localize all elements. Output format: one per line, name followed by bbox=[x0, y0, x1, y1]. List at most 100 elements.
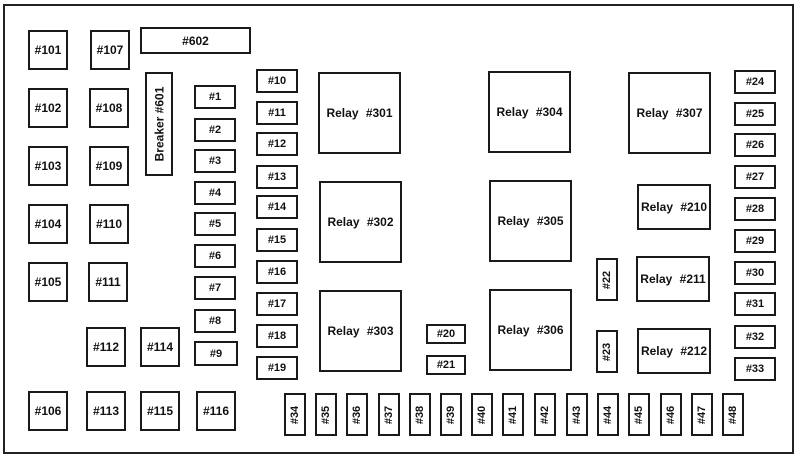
fuse-label: #35 bbox=[320, 405, 333, 424]
fuse-17: #17 bbox=[256, 292, 298, 316]
fuse-label: #21 bbox=[436, 359, 456, 371]
fuse-23: #23 bbox=[596, 330, 618, 373]
relay-210: Relay #210 bbox=[637, 184, 711, 230]
maxi-fuse-label: #108 bbox=[95, 101, 123, 115]
fuse-9: #9 bbox=[194, 341, 238, 366]
fuse-label: #42 bbox=[539, 405, 552, 424]
fuse-35: #35 bbox=[315, 393, 337, 436]
fuse-44: #44 bbox=[597, 393, 619, 436]
relay-307: Relay #307 bbox=[628, 72, 711, 154]
fuse-label: #27 bbox=[745, 171, 765, 183]
fuse-label: #23 bbox=[601, 342, 614, 361]
relay-label: Relay #301 bbox=[326, 106, 393, 120]
relay-212: Relay #212 bbox=[637, 328, 711, 374]
fuse-label: #3 bbox=[208, 155, 222, 167]
fuse-43: #43 bbox=[566, 393, 588, 436]
maxi-fuse-label: #112 bbox=[92, 340, 120, 354]
fuse-label: #19 bbox=[267, 362, 287, 374]
fuse-42: #42 bbox=[534, 393, 556, 436]
fuse-label: #12 bbox=[267, 138, 287, 150]
maxi-fuse-116: #116 bbox=[196, 391, 236, 431]
fuse-label: #8 bbox=[208, 315, 222, 327]
fuse-15: #15 bbox=[256, 228, 298, 252]
fuse-label: #47 bbox=[696, 405, 709, 424]
fuse-11: #11 bbox=[256, 101, 298, 125]
fuse-label: #18 bbox=[267, 330, 287, 342]
fuse-38: #38 bbox=[409, 393, 431, 436]
relay-label: Relay #212 bbox=[640, 344, 708, 358]
fuse-label: #38 bbox=[414, 405, 427, 424]
fuse-36: #36 bbox=[346, 393, 368, 436]
fuse-33: #33 bbox=[734, 357, 776, 381]
maxi-fuse-label: #106 bbox=[34, 404, 62, 418]
relay-label: Relay #303 bbox=[327, 324, 394, 338]
maxi-fuse-label: #111 bbox=[95, 275, 121, 289]
maxi-fuse-label: #116 bbox=[202, 404, 230, 418]
fuse-8: #8 bbox=[194, 309, 236, 333]
fuse-6: #6 bbox=[194, 244, 236, 268]
fuse-label: #45 bbox=[633, 405, 646, 424]
fuse-39: #39 bbox=[440, 393, 462, 436]
breaker-label: Breaker #601 bbox=[152, 86, 167, 162]
fuse-label: #16 bbox=[267, 266, 287, 278]
fuse-31: #31 bbox=[734, 292, 776, 316]
breaker-label: #602 bbox=[182, 33, 209, 48]
fuse-20: #20 bbox=[426, 324, 466, 344]
fuse-1: #1 bbox=[194, 85, 236, 109]
fuse-19: #19 bbox=[256, 356, 298, 380]
maxi-fuse-label: #115 bbox=[146, 404, 174, 418]
fuse-28: #28 bbox=[734, 197, 776, 221]
breaker-602: #602 bbox=[140, 27, 251, 54]
fuse-45: #45 bbox=[628, 393, 650, 436]
fuse-label: #20 bbox=[436, 328, 456, 340]
fuse-label: #22 bbox=[601, 270, 614, 289]
fuse-label: #30 bbox=[745, 267, 765, 279]
fuse-5: #5 bbox=[194, 212, 236, 236]
fuse-label: #33 bbox=[745, 363, 765, 375]
fuse-40: #40 bbox=[471, 393, 493, 436]
fuse-label: #1 bbox=[208, 91, 222, 103]
relay-label: Relay #211 bbox=[640, 272, 706, 286]
fuse-label: #17 bbox=[267, 298, 287, 310]
relay-304: Relay #304 bbox=[488, 71, 571, 153]
maxi-fuse-110: #110 bbox=[89, 204, 129, 244]
fuse-label: #32 bbox=[745, 331, 765, 343]
fuse-label: #41 bbox=[507, 405, 520, 424]
relay-303: Relay #303 bbox=[319, 290, 402, 372]
maxi-fuse-label: #109 bbox=[95, 159, 123, 173]
fuse-41: #41 bbox=[502, 393, 524, 436]
fuse-27: #27 bbox=[734, 165, 776, 189]
fuse-label: #36 bbox=[351, 405, 364, 424]
fuse-label: #39 bbox=[445, 405, 458, 424]
relay-301: Relay #301 bbox=[318, 72, 401, 154]
breaker-601: Breaker #601 bbox=[145, 72, 173, 176]
fuse-3: #3 bbox=[194, 149, 236, 173]
relay-305: Relay #305 bbox=[489, 180, 572, 262]
fuse-label: #14 bbox=[267, 201, 287, 213]
fuse-34: #34 bbox=[284, 393, 306, 436]
fuse-label: #24 bbox=[745, 76, 765, 88]
maxi-fuse-115: #115 bbox=[140, 391, 180, 431]
maxi-fuse-109: #109 bbox=[89, 146, 129, 186]
relay-label: Relay #302 bbox=[327, 215, 394, 229]
fuse-48: #48 bbox=[722, 393, 744, 436]
maxi-fuse-101: #101 bbox=[28, 30, 68, 70]
maxi-fuse-112: #112 bbox=[86, 327, 126, 367]
fuse-label: #44 bbox=[602, 405, 615, 424]
relay-label: Relay #210 bbox=[640, 200, 708, 214]
fuse-label: #29 bbox=[745, 235, 765, 247]
fuse-7: #7 bbox=[194, 276, 236, 300]
fuse-14: #14 bbox=[256, 195, 298, 219]
fuse-22: #22 bbox=[596, 258, 618, 301]
fuse-label: #43 bbox=[571, 405, 584, 424]
relay-label: Relay #304 bbox=[496, 105, 563, 119]
fuse-label: #6 bbox=[208, 250, 222, 262]
maxi-fuse-label: #105 bbox=[34, 275, 62, 289]
maxi-fuse-label: #107 bbox=[96, 43, 124, 57]
fuse-label: #15 bbox=[267, 234, 287, 246]
fuse-label: #5 bbox=[208, 218, 222, 230]
fuse-2: #2 bbox=[194, 118, 236, 142]
maxi-fuse-label: #102 bbox=[34, 101, 62, 115]
fuse-label: #4 bbox=[208, 187, 222, 199]
relay-306: Relay #306 bbox=[489, 289, 572, 371]
